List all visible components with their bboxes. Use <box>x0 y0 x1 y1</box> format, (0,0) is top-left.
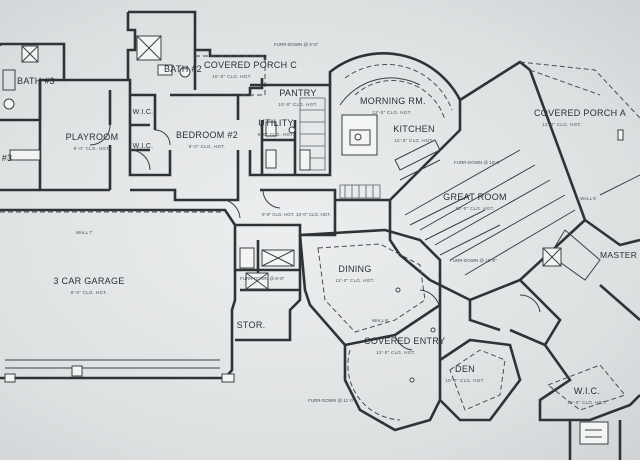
note-wall-height-3: WALL 5' <box>580 196 597 201</box>
room-label-playroom: PLAYROOM 9'-0" CLG. HGT. <box>62 132 122 154</box>
room-name: BEDROOM #2 <box>176 130 239 140</box>
room-size: 10'-0" CLG. HGT. <box>278 102 318 107</box>
core-walls <box>235 83 337 342</box>
room-label-covered-entry: COVERED ENTRY 12'-0" CLG. HGT. <box>364 336 445 358</box>
room-label-covered-porch-a: COVERED PORCH A 11'-0" CLG. HGT. <box>534 108 626 130</box>
room-size: 10'-0" CLG. HGT. <box>212 74 252 79</box>
room-label-stor: STOR. <box>236 320 266 330</box>
room-label-great-room: GREAT ROOM 15'-0" CLG. HGT. <box>442 192 508 214</box>
room-label-garage: 3 CAR GARAGE 9'-0" CLG. HGT. <box>50 276 128 298</box>
room-label-bath2: BATH #2 <box>164 64 202 74</box>
room-size: 12'-0" CLG. HGT. <box>335 278 375 283</box>
room-size: 12'-0" CLG. HGT. <box>372 110 412 115</box>
room-name: BATH #3 <box>17 76 55 86</box>
left-wing-walls <box>0 10 267 202</box>
garage-walls <box>0 199 241 383</box>
room-name: DEN <box>455 364 475 374</box>
room-name: PANTRY <box>279 88 317 98</box>
master-walls <box>9 129 640 460</box>
room-size: 11'-0" CLG. HGT. <box>542 122 582 127</box>
room-label-wic2: W.I.C. <box>132 142 154 152</box>
room-label-morning-rm: MORNING RM. 12'-0" CLG. HGT. <box>360 96 426 118</box>
note-furr-down-garage: FURR-DOWN @ 8'-0" <box>240 276 285 281</box>
room-label-pantry: PANTRY 10'-0" CLG. HGT. <box>276 88 320 110</box>
note-wall-height-2: WALL 8' <box>372 318 389 323</box>
room-name: MASTER BEDROOM <box>600 250 640 260</box>
room-size: 10'-0" CLG. HGT. <box>567 400 607 405</box>
room-label-partial-left: #3 <box>0 153 14 163</box>
great-room-walls <box>388 60 640 347</box>
room-size: 9'-0" CLG. HGT. <box>73 146 111 151</box>
note-clg-height-1: 9'-0" CLG. HGT. <box>262 212 295 217</box>
room-size: 15'-0" CLG. HGT. <box>455 206 495 211</box>
room-name: KITCHEN <box>393 124 435 134</box>
room-name: DINING <box>338 264 372 274</box>
room-size: 10'-0" CLG. HGT. <box>445 378 485 383</box>
room-size: 12'-0" CLG. HGT. <box>376 350 416 355</box>
room-size: 9'-0" CLG. HGT. <box>70 290 108 295</box>
note-wall-height-1: WALL 7' <box>76 230 93 235</box>
dining-walls <box>298 228 522 432</box>
kitchen-walls <box>328 52 462 202</box>
room-name: COVERED PORCH A <box>534 108 627 118</box>
room-name: STOR. <box>236 320 266 330</box>
room-name: #3 <box>1 153 13 163</box>
room-size: 9'-0" CLG. HGT. <box>188 144 226 149</box>
room-label-covered-porch-c: COVERED PORCH C 10'-0" CLG. HGT. <box>204 60 297 82</box>
room-label-bath3: BATH #3 <box>16 76 56 86</box>
room-name: COVERED ENTRY <box>364 336 446 346</box>
room-name: W.I.C. <box>132 143 154 150</box>
room-name: W.I.C. <box>573 386 601 396</box>
note-furr-down-kitchen: FURR-DOWN @ 10'-0" <box>454 160 501 165</box>
room-name: PLAYROOM <box>65 132 119 142</box>
room-name: GREAT ROOM <box>443 192 507 202</box>
room-label-kitchen: KITCHEN 12'-0" CLG. HGT. <box>390 124 438 146</box>
room-name: BATH #2 <box>164 64 202 74</box>
room-name: W.I.C. <box>132 109 154 116</box>
room-name: MORNING RM. <box>360 96 426 106</box>
room-label-wic1: W.I.C. <box>132 108 154 118</box>
note-furr-down-great: FURR-DOWN @ 10'-0" <box>450 258 497 263</box>
note-clg-height-2: 10'-0" CLG. HGT. <box>296 212 331 217</box>
room-size: 9'-0" CLG. HGT. <box>257 132 295 137</box>
room-label-master-bedroom: MASTER BEDROOM <box>600 250 640 260</box>
room-label-den: DEN 10'-0" CLG. HGT. <box>444 364 486 386</box>
note-furr-down-porch: FURR-DOWN @ 9'-0" <box>274 42 319 47</box>
room-label-bedroom2: BEDROOM #2 9'-0" CLG. HGT. <box>176 130 238 152</box>
room-size: 12'-0" CLG. HGT. <box>394 138 434 143</box>
room-name: COVERED PORCH C <box>204 60 298 70</box>
note-furr-down-entry: FURR-DOWN @ 11'-0" <box>308 398 355 403</box>
room-name: UTILITY <box>258 118 294 128</box>
room-label-wic3: W.I.C. 10'-0" CLG. HGT. <box>566 386 608 408</box>
room-name: 3 CAR GARAGE <box>53 276 125 286</box>
room-label-utility: UTILITY 9'-0" CLG. HGT. <box>254 118 298 140</box>
room-label-dining: DINING 12'-0" CLG. HGT. <box>328 264 382 286</box>
